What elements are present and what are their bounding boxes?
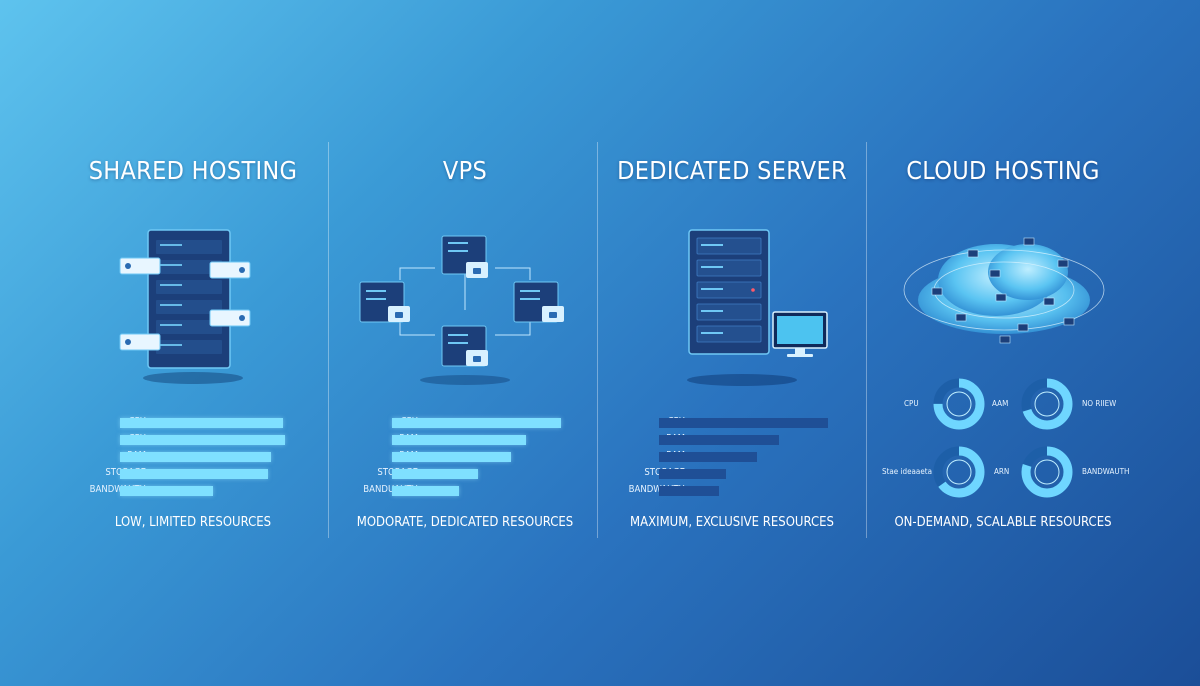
resource-bars: CPU RAM RAM STORAGE BANDUAUTH: [330, 416, 600, 508]
resource-bar-row: CPU: [58, 416, 328, 429]
resource-bar-row: STORAGE: [58, 467, 328, 480]
resource-bar: [659, 435, 779, 445]
resource-donut: [1021, 446, 1073, 498]
resource-bar-label: BANDWAUTH: [89, 484, 146, 495]
shared-server-rack-icon: [119, 229, 251, 384]
resource-bar: [659, 452, 757, 462]
resource-bar-row: BANDUAUTH: [330, 484, 600, 497]
panel-divider: [866, 142, 867, 538]
resource-bar: [392, 469, 478, 479]
resource-bars: CPU RAM RAM STORAGE BANDWAUTH: [597, 416, 867, 508]
resource-bar-row: RAM: [330, 450, 600, 463]
resource-bar-row: CPU: [330, 416, 600, 429]
resource-bar: [659, 418, 828, 428]
resource-bar: [659, 486, 719, 496]
dedicated-server-icon: [687, 229, 828, 386]
panel-title: SHARED HOSTING: [88, 156, 298, 185]
resource-bar-row: RAM: [58, 450, 328, 463]
panel-caption: ON-DEMAND, SCALABLE RESOURCES: [894, 515, 1112, 530]
vps-server-node-top: [441, 235, 488, 278]
panel-caption: MODORATE, DEDICATED RESOURCES: [356, 515, 574, 530]
resource-bar-row: BANDWAUTH: [58, 484, 328, 497]
panel-title: DEDICATED SERVER: [617, 156, 847, 185]
panel-caption: MAXIMUM, EXCLUSIVE RESOURCES: [630, 515, 834, 530]
panel-title: VPS: [442, 156, 488, 185]
panel-shared-hosting: SHARED HOSTING: [58, 0, 328, 686]
resource-bars: CPU CPU RAM STORAGE BANDWAUTH: [58, 416, 328, 508]
resource-donut-label: AAM: [992, 399, 1009, 408]
resource-bar-row: CPU: [597, 416, 867, 429]
resource-bar: [392, 418, 561, 428]
resource-donut-label: Stae ideaaeta: [882, 467, 932, 476]
resource-donut: [1021, 378, 1073, 430]
resource-donut: [933, 446, 985, 498]
vps-server-node-right: [513, 281, 564, 323]
cloud-network-icon: [903, 237, 1105, 344]
vps-server-node-left: [359, 281, 410, 323]
resource-donut-label: ARN: [994, 467, 1010, 476]
resource-donut-label: BANDWAUTH: [1082, 467, 1130, 476]
resource-bar: [392, 435, 526, 445]
resource-bar-row: RAM: [597, 450, 867, 463]
resource-donuts: CPU AAM NO RIIEW Stae ideaaeta ARN BANDWAUTH: [868, 378, 1138, 510]
resource-bar: [392, 486, 459, 496]
resource-bar-row: RAM: [597, 433, 867, 446]
resource-bar: [120, 418, 283, 428]
resource-bar-row: CPU: [58, 433, 328, 446]
resource-donut-label: NO RIIEW: [1082, 399, 1117, 408]
panel-caption: LOW, LIMITED RESOURCES: [114, 515, 272, 530]
resource-bar-label: BANDWAUTH: [628, 484, 685, 495]
resource-donut: [933, 378, 985, 430]
vps-server-node-bottom: [441, 325, 488, 367]
panel-vps: VPS: [330, 0, 600, 686]
panel-dedicated-server: DEDICATED SERVER CPURAMRAMSTORAGEBAND: [597, 0, 867, 686]
resource-bar-row: STORAGE: [330, 467, 600, 480]
resource-bar: [120, 469, 268, 479]
resource-bar-label: BANDUAUTH: [363, 484, 418, 495]
panel-divider: [328, 142, 329, 538]
resource-bar: [120, 435, 285, 445]
panel-title: CLOUD HOSTING: [906, 156, 1100, 185]
resource-bar: [120, 486, 213, 496]
resource-bar: [659, 469, 726, 479]
resource-donut-label: CPU: [904, 399, 919, 408]
resource-bar-row: RAM: [330, 433, 600, 446]
resource-bar-row: BANDWAUTH: [597, 484, 867, 497]
panel-cloud-hosting: CLOUD HOSTING: [868, 0, 1138, 686]
resource-bar-row: STORAGE: [597, 467, 867, 480]
resource-bar: [120, 452, 271, 462]
vps-network-icon: [359, 235, 564, 385]
resource-bar: [392, 452, 511, 462]
panel-divider: [597, 142, 598, 538]
